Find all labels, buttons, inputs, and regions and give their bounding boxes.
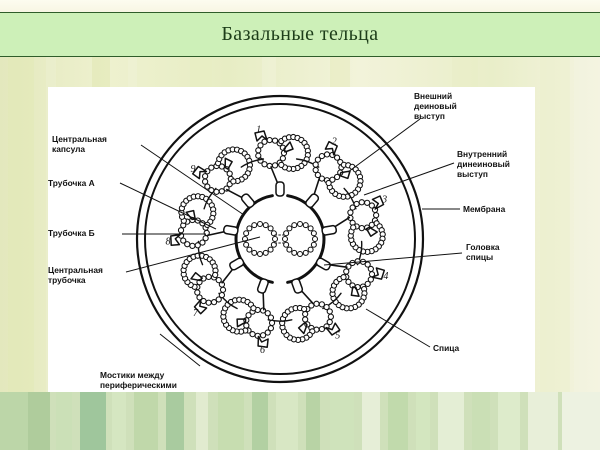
page-title: Базальные тельца [221, 23, 379, 45]
label-tubule-a: Трубочка А [48, 178, 95, 188]
leader-outer-dynein [347, 118, 421, 173]
label-membrane: Мембрана [463, 204, 506, 214]
label-central-tubule: Центральная трубочка [48, 265, 103, 285]
leader-tubule-a [119, 182, 217, 230]
label-tubule-b: Трубочка Б [48, 228, 95, 238]
leader-spoke-head [323, 252, 463, 266]
doublet-number: 5 [335, 331, 340, 342]
axoneme-diagram: 1 2 3 4 5 6 7 8 9 [119, 94, 463, 384]
label-outer-dynein-arm: Внешний деиновый выступ [414, 91, 457, 121]
doublet-number: 7 [193, 308, 199, 319]
leader-central-tubule [125, 236, 261, 273]
leader-inner-dynein [363, 162, 455, 196]
doublet-number: 6 [260, 345, 265, 356]
label-inner-dynein-arm: Внутренний динеиновый выступ [457, 149, 510, 179]
doublet-number: 8 [166, 237, 171, 248]
label-central-capsule: Центральная капсула [52, 134, 107, 154]
figure-panel: 1 2 3 4 5 6 7 8 9 Центральная капсула Трубочка А… [48, 87, 535, 392]
doublet-number: 1 [256, 125, 261, 136]
leader-bridges [159, 333, 201, 367]
doublet-number: 4 [383, 271, 388, 282]
doublet-number: 9 [191, 164, 196, 175]
label-spoke: Спица [433, 343, 460, 353]
label-spoke-head: Головка спицы [466, 242, 500, 262]
leader-central-capsule [140, 144, 245, 216]
leader-spoke [365, 308, 431, 348]
title-banner: Базальные тельца [0, 12, 600, 57]
label-bridges-between-peripheral: Мостики между периферическими [100, 370, 177, 390]
doublet-number: 2 [332, 137, 337, 148]
doublet-number: 3 [381, 194, 387, 205]
